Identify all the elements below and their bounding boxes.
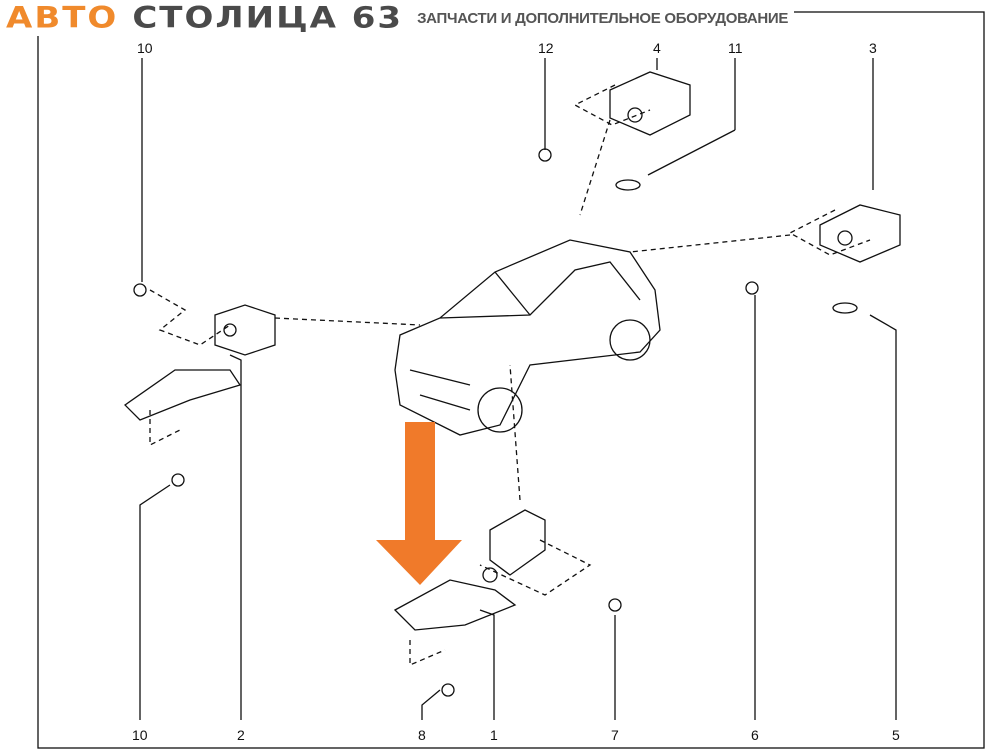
hinge-part-3 xyxy=(819,204,901,263)
bolts-and-washers xyxy=(133,148,858,697)
dashed-guides xyxy=(149,84,871,666)
tagline: ЗАПЧАСТИ И ДОПОЛНИТЕЛЬНОЕ ОБОРУДОВАНИЕ xyxy=(417,9,789,27)
hinge-part-4 xyxy=(609,71,691,136)
hinge-part-2 xyxy=(123,304,276,421)
brand-logo-part2: СТОЛИЦА 63 xyxy=(132,0,404,35)
hinge-part-1 xyxy=(393,509,546,631)
callout-bottom-8: 8 xyxy=(418,727,426,743)
callout-bottom-7: 7 xyxy=(611,727,619,743)
callout-bottom-1: 1 xyxy=(490,727,498,743)
car-illustration xyxy=(394,239,661,436)
callout-bottom-6: 6 xyxy=(751,727,759,743)
callout-labels: 10 12 4 11 3 10 2 8 1 7 6 5 xyxy=(132,40,900,743)
callout-bottom-10: 10 xyxy=(132,727,148,743)
callout-top-3: 3 xyxy=(869,40,877,56)
callout-top-4: 4 xyxy=(653,40,661,56)
arrow-indicator xyxy=(376,422,462,585)
callout-top-10: 10 xyxy=(137,40,153,56)
leader-lines xyxy=(139,58,897,720)
callout-bottom-5: 5 xyxy=(892,727,900,743)
brand-logo-part1: АВТО xyxy=(6,0,119,35)
callout-top-12: 12 xyxy=(538,40,554,56)
callout-bottom-2: 2 xyxy=(237,727,245,743)
site-header: АВТО СТОЛИЦА 63 ЗАПЧАСТИ И ДОПОЛНИТЕЛЬНО… xyxy=(0,0,795,36)
callout-top-11: 11 xyxy=(728,40,743,56)
